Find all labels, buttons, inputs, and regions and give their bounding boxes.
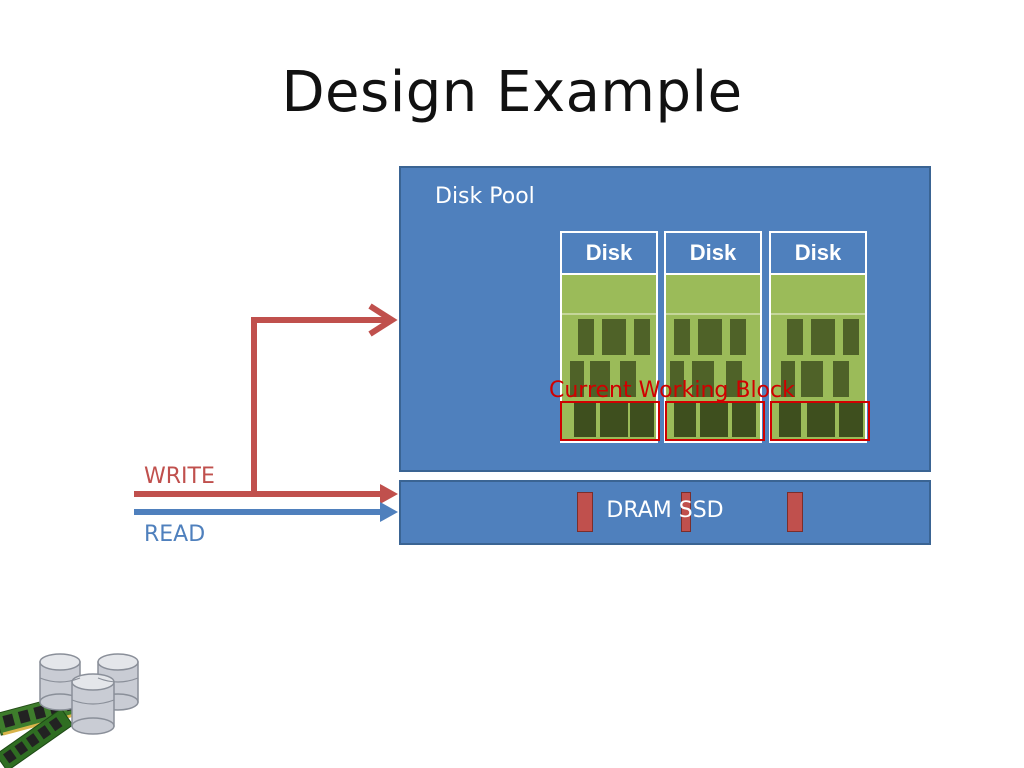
ssd-block-3	[787, 492, 803, 532]
write-arrow-to-ssd-head	[380, 484, 398, 504]
dram-ssd: DRAM SSD	[399, 480, 931, 545]
write-arrow-to-pool-head	[368, 303, 398, 337]
ssd-block-1	[577, 492, 593, 532]
write-arrow-to-pool	[134, 317, 392, 497]
disk-2-row-3	[666, 359, 760, 397]
disk-1-row-4	[562, 399, 656, 437]
disk-2-row-1	[666, 275, 760, 315]
disk-1: Disk	[560, 231, 658, 443]
disk-2-row-2	[666, 317, 760, 355]
read-arrow-head	[380, 502, 398, 522]
disk-2-header: Disk	[666, 233, 760, 275]
disk-1-header: Disk	[562, 233, 656, 275]
disk-2: Disk	[664, 231, 762, 443]
current-working-block-disk-3	[770, 401, 870, 441]
disk-1-row-2	[562, 317, 656, 355]
disk-1-row-1	[562, 275, 656, 315]
disk-3-row-1	[771, 275, 865, 315]
disk-pool-label: Disk Pool	[435, 184, 535, 209]
current-working-block-label: Current Working Block	[549, 378, 795, 403]
disk-3-row-4	[771, 399, 865, 437]
disk-3-row-3	[771, 359, 865, 397]
disk-pool: Disk Pool Disk Disk	[399, 166, 931, 472]
write-label: WRITE	[144, 464, 215, 489]
ssd-block-2	[681, 492, 691, 532]
disk-3-header: Disk	[771, 233, 865, 275]
disk-3: Disk	[769, 231, 867, 443]
disk-1-row-3	[562, 359, 656, 397]
read-label: READ	[144, 522, 206, 547]
database-memory-icon	[0, 653, 139, 768]
slide-title: Design Example	[281, 60, 743, 125]
current-working-block-disk-1	[560, 401, 660, 441]
disk-2-row-4	[666, 399, 760, 437]
disk-3-row-2	[771, 317, 865, 355]
current-working-block-disk-2	[665, 401, 765, 441]
dram-ssd-label: DRAM SSD	[606, 498, 724, 523]
